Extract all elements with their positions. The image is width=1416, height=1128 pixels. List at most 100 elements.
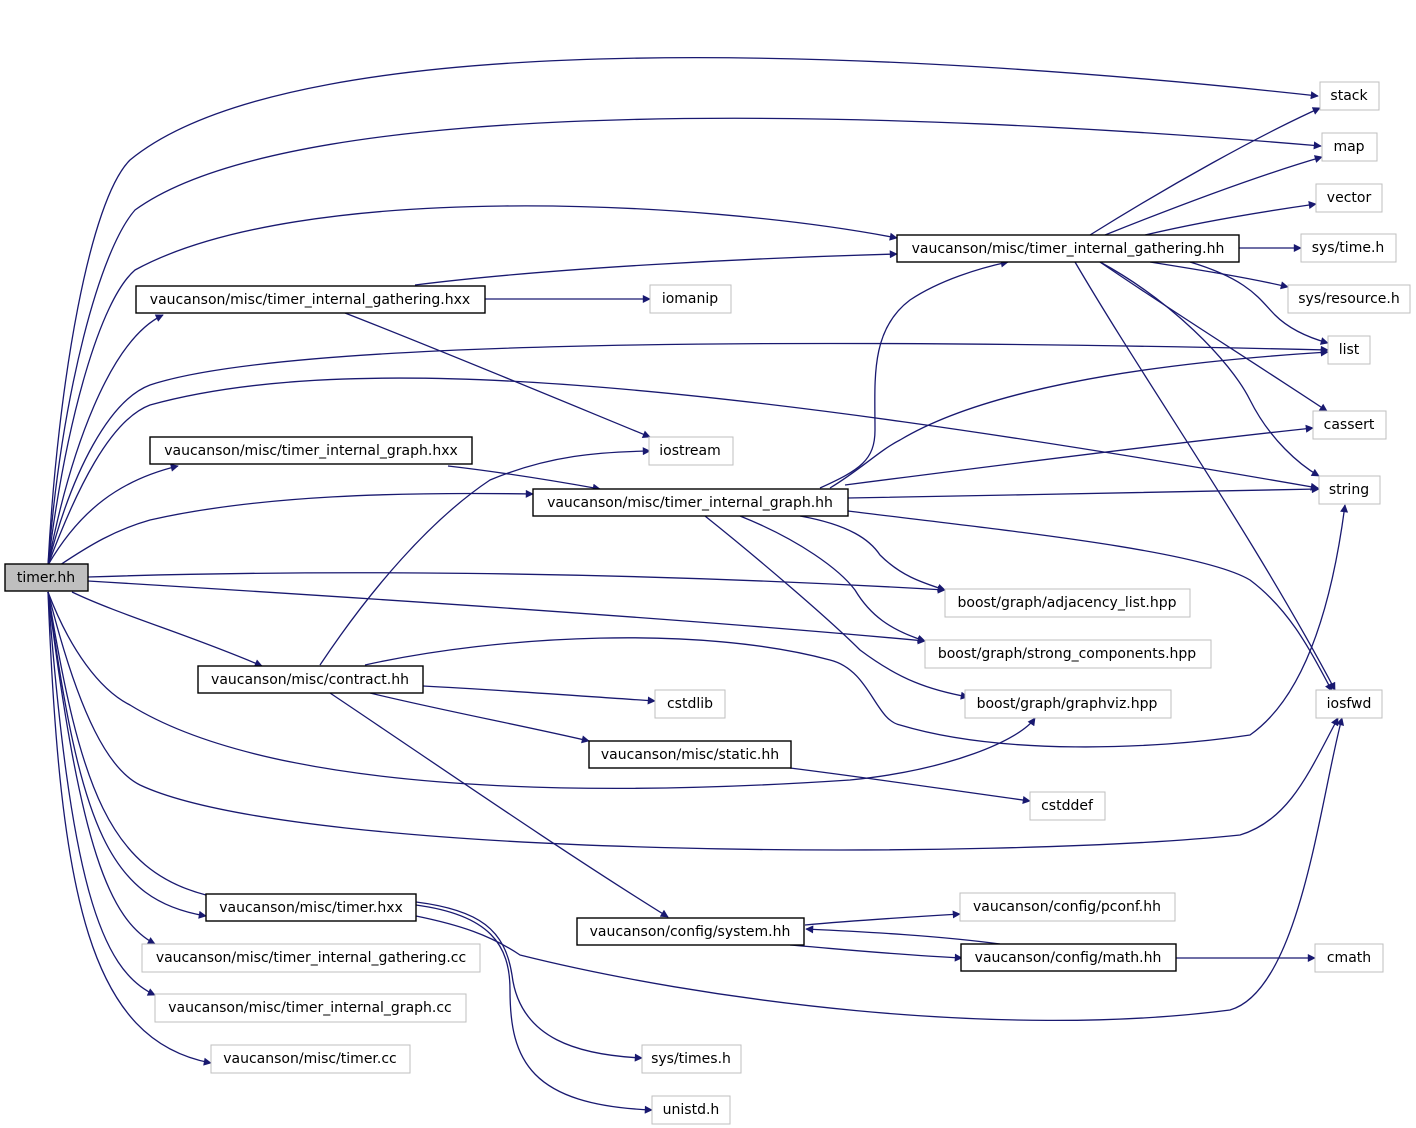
node-cassert[interactable]: cassert [1312, 410, 1387, 440]
svg-text:cassert: cassert [1324, 417, 1375, 433]
svg-text:vaucanson/misc/timer_internal_: vaucanson/misc/timer_internal_graph.hxx [164, 443, 458, 459]
edge-tig-hh-string [1099, 261, 1320, 477]
edge-timer-hh-timer-hxx [47, 591, 207, 919]
node-timer-internal-graph-hxx[interactable]: vaucanson/misc/timer_internal_graph.hxx [149, 436, 473, 465]
node-timer-internal-gathering-hh[interactable]: vaucanson/misc/timer_internal_gathering.… [896, 234, 1240, 263]
svg-text:vaucanson/misc/contract.hh: vaucanson/misc/contract.hh [211, 672, 409, 688]
svg-text:boost/graph/strong_components.: boost/graph/strong_components.hpp [938, 646, 1196, 662]
node-cmath[interactable]: cmath [1314, 943, 1384, 973]
node-contract-hh[interactable]: vaucanson/misc/contract.hh [197, 665, 424, 694]
node-timer-internal-graph-cc[interactable]: vaucanson/misc/timer_internal_graph.cc [154, 993, 467, 1023]
svg-text:cmath: cmath [1327, 950, 1371, 966]
node-cstdlib[interactable]: cstdlib [654, 689, 726, 719]
edges-contract [319, 447, 1349, 918]
edges-timer-hxx [415, 717, 1345, 1114]
edge-tig-hh-map [1104, 155, 1323, 236]
edge-contract-string [364, 504, 1349, 748]
edge-tig-hh-sysresource [1149, 261, 1289, 290]
edge-system-math [789, 944, 963, 962]
edge-tig-hh-cassert [1099, 261, 1328, 412]
svg-text:timer.hh: timer.hh [17, 570, 75, 586]
svg-text:vaucanson/misc/timer_internal_: vaucanson/misc/timer_internal_graph.cc [168, 1000, 452, 1016]
node-iomanip[interactable]: iomanip [649, 284, 732, 314]
node-stack[interactable]: stack [1319, 81, 1380, 111]
node-sys-resource-h[interactable]: sys/resource.h [1287, 284, 1411, 314]
node-map[interactable]: map [1321, 132, 1378, 162]
edge-timer-hh-list [47, 342, 1329, 566]
node-sys-times-h[interactable]: sys/times.h [641, 1044, 742, 1074]
edge-tig-hxx-tig-hh [414, 250, 898, 286]
svg-text:vector: vector [1327, 190, 1372, 206]
node-boost-graphviz[interactable]: boost/graph/graphviz.hpp [964, 689, 1172, 719]
edge-timer-hh-tig-hxx [47, 314, 164, 566]
edges-tig-hxx [344, 250, 898, 438]
edges-tigr-hh [704, 259, 1333, 700]
edge-tigr-hh-string [847, 485, 1320, 499]
edge-tigr-hh-list [829, 348, 1329, 489]
node-sys-time-h[interactable]: sys/time.h [1300, 233, 1397, 263]
node-unistd-h[interactable]: unistd.h [651, 1095, 731, 1125]
edges-static [789, 767, 1031, 804]
edge-tigr-hh-adjlist [799, 515, 946, 592]
edge-timer-hxx-systimes [415, 901, 643, 1062]
svg-text:stack: stack [1330, 88, 1368, 104]
edges-tigr-hxx [447, 465, 601, 492]
node-timer-cc[interactable]: vaucanson/misc/timer.cc [210, 1044, 411, 1074]
edge-tigr-hh-graphviz [704, 515, 969, 700]
node-timer-hxx[interactable]: vaucanson/misc/timer.hxx [205, 893, 417, 922]
svg-text:boost/graph/adjacency_list.hpp: boost/graph/adjacency_list.hpp [958, 595, 1177, 611]
svg-text:iomanip: iomanip [662, 291, 718, 307]
edge-timer-hxx-unistd [415, 904, 653, 1114]
node-list[interactable]: list [1327, 335, 1371, 365]
node-config-system-hh[interactable]: vaucanson/config/system.hh [576, 917, 805, 946]
edges-timer-hh [47, 57, 1339, 1066]
edge-timer-hh-strongcomp [87, 580, 926, 645]
node-timer-internal-graph-hh[interactable]: vaucanson/misc/timer_internal_graph.hh [532, 488, 849, 517]
edge-timer-hxx-iosfwd [415, 717, 1345, 1022]
node-cstddef[interactable]: cstddef [1029, 791, 1106, 821]
edge-timer-hh-tigr-hh [59, 489, 534, 566]
node-boost-adjacency-list[interactable]: boost/graph/adjacency_list.hpp [944, 588, 1191, 618]
node-timer-hh[interactable]: timer.hh [4, 563, 89, 592]
svg-text:vaucanson/misc/timer_internal_: vaucanson/misc/timer_internal_gathering.… [912, 241, 1225, 257]
node-vector[interactable]: vector [1315, 183, 1383, 213]
svg-text:vaucanson/misc/static.hh: vaucanson/misc/static.hh [601, 747, 779, 763]
svg-text:string: string [1329, 482, 1369, 498]
node-static-hh[interactable]: vaucanson/misc/static.hh [588, 740, 792, 769]
svg-text:vaucanson/misc/timer.hxx: vaucanson/misc/timer.hxx [219, 900, 403, 916]
edge-timer-hh-tig-hh [47, 205, 898, 566]
edge-timer-hh-adjlist [87, 572, 946, 594]
edge-math-system [805, 925, 1001, 945]
edge-timer-hh-graphviz [47, 591, 1036, 790]
edge-tigr-hh-cassert [844, 424, 1314, 486]
edge-tigr-hxx-tigr-hh [447, 465, 601, 492]
edge-static-cstddef [789, 767, 1031, 804]
node-iostream[interactable]: iostream [648, 436, 734, 466]
node-config-pconf-hh[interactable]: vaucanson/config/pconf.hh [959, 892, 1176, 922]
edges-config [789, 910, 1316, 962]
svg-text:map: map [1333, 139, 1364, 155]
edge-timer-hh-tigr-hxx [47, 463, 179, 566]
svg-text:unistd.h: unistd.h [663, 1102, 720, 1118]
svg-text:iostream: iostream [659, 443, 721, 459]
edge-tigr-hh-iosfwd [847, 510, 1333, 692]
svg-text:sys/time.h: sys/time.h [1312, 240, 1385, 256]
node-string[interactable]: string [1318, 475, 1381, 505]
edge-tigr-hh-tig-hh [819, 259, 1009, 489]
node-iosfwd[interactable]: iosfwd [1315, 689, 1383, 719]
svg-text:vaucanson/misc/timer_internal_: vaucanson/misc/timer_internal_gathering.… [150, 292, 470, 308]
node-boost-strong-components[interactable]: boost/graph/strong_components.hpp [924, 639, 1212, 669]
edges-tig-hh [1074, 107, 1336, 691]
node-config-math-hh[interactable]: vaucanson/config/math.hh [960, 943, 1177, 972]
edge-contract-iostream [319, 447, 651, 666]
node-timer-internal-gathering-hxx[interactable]: vaucanson/misc/timer_internal_gathering.… [135, 285, 486, 314]
node-timer-internal-gathering-cc[interactable]: vaucanson/misc/timer_internal_gathering.… [141, 943, 481, 973]
svg-text:cstddef: cstddef [1041, 798, 1094, 814]
svg-text:iosfwd: iosfwd [1327, 696, 1372, 712]
edge-tig-hxx-iostream [344, 312, 651, 438]
edge-timer-hh-iosfwd [47, 591, 1339, 851]
edge-timer-hh-map [47, 117, 1322, 566]
edge-tigr-hh-strongcomp [739, 515, 926, 643]
